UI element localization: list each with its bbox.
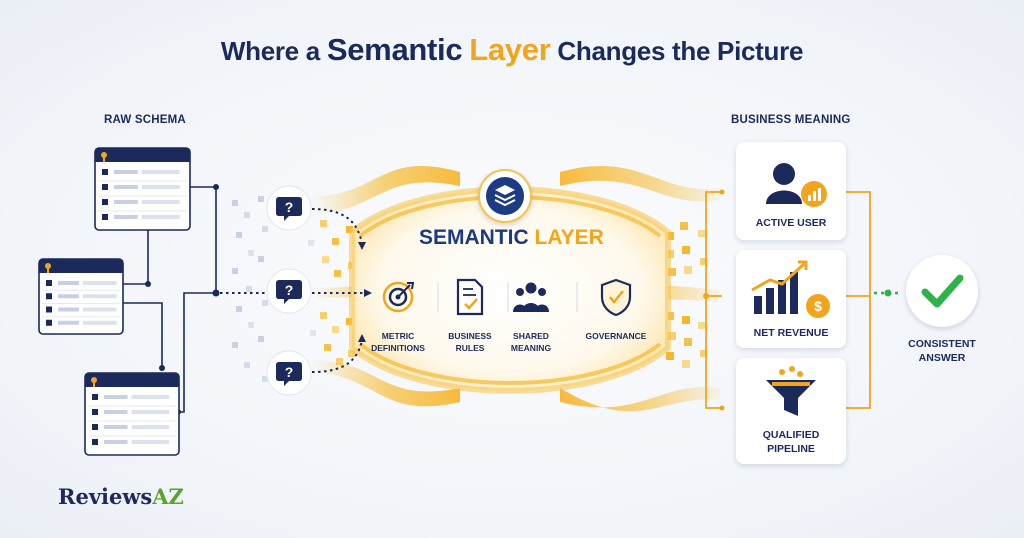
- component-business-rules: BUSINESS RULES: [430, 330, 510, 354]
- card-qualified-pipeline: QUALIFIED PIPELINE: [736, 358, 846, 464]
- schema-table-3: [84, 372, 180, 456]
- semantic-layer-title-part-2: LAYER: [534, 226, 604, 249]
- component-governance: GOVERNANCE: [576, 330, 656, 342]
- title-part-3: Layer: [469, 32, 551, 67]
- consistent-answer-badge: [906, 255, 978, 327]
- card-label: ACTIVE USER: [736, 216, 846, 230]
- dollar-icon: $: [814, 298, 822, 314]
- check-icon: [921, 274, 964, 308]
- output-nodes: [703, 189, 725, 411]
- business-meaning-label: BUSINESS MEANING: [731, 114, 851, 126]
- component-label-line1: METRIC: [381, 331, 415, 341]
- component-label-line2: MEANING: [510, 343, 552, 353]
- consistent-answer-label: CONSISTENT ANSWER: [892, 337, 992, 365]
- layers-badge: [478, 169, 532, 223]
- component-label-line1: GOVERNANCE: [585, 331, 647, 341]
- card-label-line1: ACTIVE USER: [755, 217, 827, 229]
- flow-arrowheads: [358, 242, 372, 342]
- component-metric-definitions: METRIC DEFINITIONS: [358, 330, 438, 354]
- output-connectors: [705, 191, 871, 409]
- card-label: QUALIFIED PIPELINE: [736, 428, 846, 456]
- semantic-layer-lens: [349, 186, 671, 394]
- card-label: NET REVENUE: [736, 326, 846, 340]
- component-label-line1: BUSINESS: [448, 331, 492, 341]
- question-mark-icon: ?: [285, 199, 294, 215]
- title-part-1: Where a: [220, 36, 320, 66]
- component-label-line2: DEFINITIONS: [371, 343, 425, 353]
- card-net-revenue: $ NET REVENUE: [736, 250, 846, 348]
- question-bubble-1: ?: [266, 185, 312, 231]
- component-label-line2: RULES: [455, 343, 485, 353]
- question-mark-icon: ?: [285, 364, 294, 380]
- semantic-layer-title: SEMANTIC LAYER: [419, 226, 604, 250]
- answer-label-line1: CONSISTENT: [908, 338, 976, 350]
- question-mark-icon: ?: [285, 282, 294, 298]
- shield-check-icon: [600, 278, 632, 317]
- layers-icon: [495, 185, 515, 195]
- semantic-layer-title-part-1: SEMANTIC: [419, 226, 529, 249]
- schema-table-1: [94, 147, 191, 231]
- funnel-icon: [766, 366, 816, 416]
- title-part-2: Semantic: [326, 32, 463, 67]
- component-label-line1: SHARED: [513, 331, 549, 341]
- people-icon: [513, 282, 549, 312]
- card-label-line1: QUALIFIED: [762, 429, 820, 441]
- answer-label-line2: ANSWER: [918, 352, 966, 364]
- card-active-user: ACTIVE USER: [736, 142, 846, 240]
- target-icon: [382, 281, 415, 313]
- page-title: Where a Semantic Layer Changes the Pictu…: [0, 32, 1024, 68]
- question-bubble-3: ?: [266, 350, 312, 396]
- component-shared-meaning: SHARED MEANING: [491, 330, 571, 354]
- document-check-icon: [456, 278, 484, 316]
- schema-table-2: [38, 258, 124, 335]
- card-label-line2: PIPELINE: [767, 443, 815, 455]
- revenue-chart-icon: $: [751, 260, 830, 318]
- reviewsaz-logo: ReviewsAZ: [58, 484, 184, 509]
- user-analytics-icon: [766, 163, 827, 207]
- question-bubble-2: ?: [266, 268, 312, 314]
- raw-schema-label: RAW SCHEMA: [104, 114, 186, 126]
- dotted-flows-in: [220, 208, 366, 373]
- card-label-line1: NET REVENUE: [753, 327, 829, 339]
- logo-part-2: AZ: [152, 484, 184, 509]
- title-part-4: Changes the Picture: [557, 36, 804, 66]
- logo-part-1: Reviews: [58, 484, 153, 509]
